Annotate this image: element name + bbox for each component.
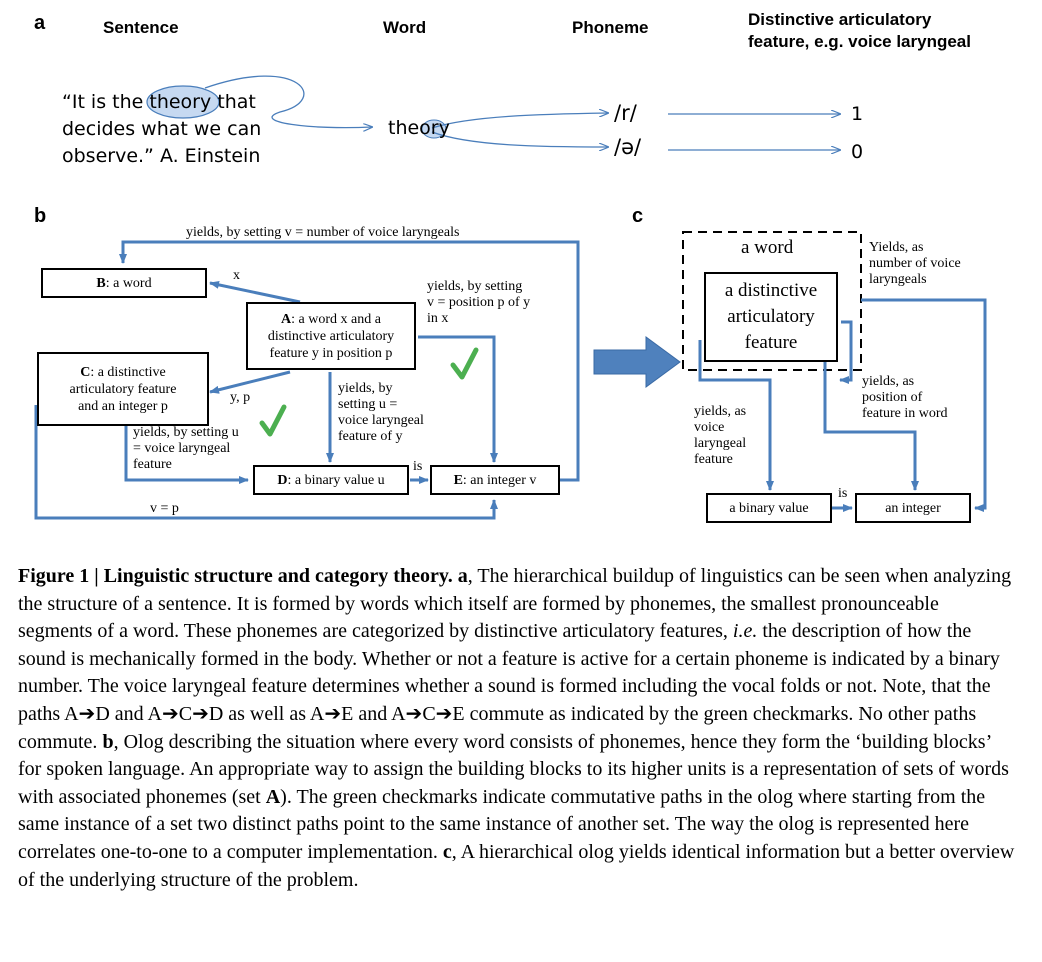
value-0: 0 bbox=[851, 141, 864, 163]
label-yp: y, p bbox=[230, 390, 251, 405]
label-vp: v = p bbox=[150, 501, 179, 516]
arrow-sentence-to-word bbox=[204, 75, 372, 128]
header-sentence: Sentence bbox=[103, 18, 179, 37]
theory-highlight-ellipse bbox=[146, 85, 220, 119]
arrow-feature-to-binary bbox=[698, 340, 774, 491]
label-yields-voice: yields, as voice laryngeal feature bbox=[694, 404, 747, 467]
quote-line2: decides what we can bbox=[62, 118, 262, 140]
quote-line1-pre: “It is the bbox=[62, 91, 150, 113]
label-c-to-d-3: feature bbox=[133, 457, 172, 472]
label-yields-u-2: setting u = bbox=[338, 397, 398, 412]
big-right-arrow bbox=[593, 336, 681, 388]
panel-b-letter: b bbox=[34, 205, 47, 227]
label-yields-number: Yields, as number of voice laryngeals bbox=[869, 240, 961, 287]
header-feature-line2: feature, e.g. voice laryngeal bbox=[748, 32, 971, 51]
label-yields-position-3: in x bbox=[427, 311, 449, 326]
arrow-inner-side bbox=[839, 320, 853, 384]
label-yields-u-3: voice laryngeal bbox=[338, 413, 424, 428]
phoneme-r: /r/ bbox=[614, 101, 637, 125]
quote-highlighted-word: theory bbox=[149, 91, 212, 113]
outer-word-label: a word bbox=[741, 237, 794, 258]
checkmark-icon bbox=[259, 404, 287, 437]
figure-caption: Figure 1 | Linguistic structure and cate… bbox=[18, 565, 1015, 891]
label-c-to-d-2: = voice laryngeal bbox=[133, 441, 231, 456]
label-yields-position: yields, by setting v = position p of y i… bbox=[427, 279, 530, 327]
header-word: Word bbox=[383, 18, 427, 37]
box-binary-value: a binary value bbox=[706, 493, 832, 523]
word-theory: theory bbox=[388, 117, 450, 139]
arrow-feature-to-integer-position bbox=[823, 360, 919, 491]
quote-line1-post: that bbox=[211, 91, 256, 113]
arrow-a-to-e bbox=[418, 335, 498, 463]
label-yields-u: yields, by setting u = voice laryngeal f… bbox=[338, 381, 424, 445]
label-yields-u-4: feature of y bbox=[338, 429, 403, 444]
arrow-word-to-integer bbox=[861, 298, 987, 512]
label-yields-position-2: v = position p of y bbox=[427, 295, 531, 310]
einstein-quote: “It is the theory that decides what we c… bbox=[62, 89, 322, 170]
header-feature: Distinctive articulatory feature, e.g. v… bbox=[748, 9, 971, 53]
label-yields-position-1: yields, by setting bbox=[427, 279, 523, 294]
arrow-c-to-d bbox=[124, 426, 249, 484]
label-top-yields: yields, by setting v = number of voice l… bbox=[186, 225, 460, 240]
arrow-a-to-b bbox=[209, 280, 301, 304]
label-is-c: is bbox=[838, 486, 848, 501]
arrow-a-to-c bbox=[209, 370, 291, 394]
label-yields-position-c: yields, as position of feature in word bbox=[862, 374, 948, 421]
header-phoneme: Phoneme bbox=[572, 18, 649, 37]
arrow-word-to-phoneme-schwa bbox=[431, 131, 608, 147]
label-c-to-d: yields, by setting u = voice laryngeal f… bbox=[133, 425, 239, 473]
value-1: 1 bbox=[851, 103, 864, 125]
panel-a-letter: a bbox=[34, 12, 46, 34]
caption-title: Figure 1 | Linguistic structure and cate… bbox=[18, 565, 453, 587]
checkmark-icon bbox=[450, 347, 479, 380]
label-yields-u-1: yields, by bbox=[338, 381, 393, 396]
box-E: E: an integer v bbox=[430, 465, 560, 495]
label-c-to-d-1: yields, by setting u bbox=[133, 425, 239, 440]
panel-c-letter: c bbox=[632, 205, 644, 227]
arrow-word-to-phoneme-r bbox=[431, 113, 608, 129]
box-B: B: a word bbox=[41, 268, 207, 298]
label-x: x bbox=[233, 268, 240, 283]
label-is: is bbox=[413, 459, 423, 474]
header-feature-line1: Distinctive articulatory bbox=[748, 10, 932, 29]
word-highlight-ellipse bbox=[421, 119, 447, 139]
phoneme-schwa: /ə/ bbox=[614, 135, 642, 159]
box-D: D: a binary value u bbox=[253, 465, 409, 495]
arrow-e-to-b bbox=[119, 240, 580, 482]
arrow-c-to-e bbox=[34, 405, 498, 520]
box-integer: an integer bbox=[855, 493, 971, 523]
quote-line3: observe.” A. Einstein bbox=[62, 145, 261, 167]
